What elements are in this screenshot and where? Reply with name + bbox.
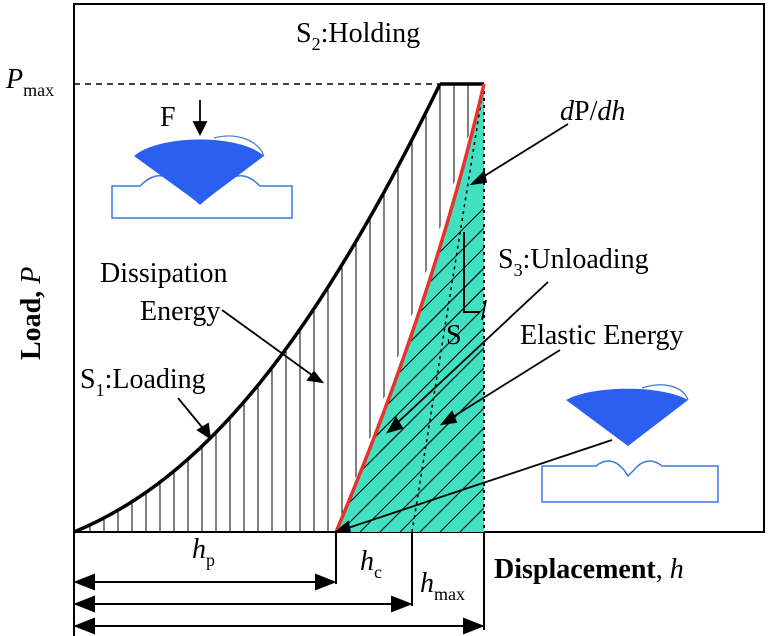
dissipation-label-line2: Energy (140, 296, 220, 327)
tangent-dashed-line (411, 83, 485, 533)
elastic-energy-region (336, 84, 484, 532)
stiffness-triangle (463, 232, 480, 313)
specimen-unloaded (541, 460, 719, 503)
holding-label: S2:Holding (296, 18, 420, 54)
dimension-lines (73, 532, 485, 636)
force-label: F (160, 102, 176, 133)
x-axis-label: Displacement, h (494, 554, 684, 585)
loading-label: S1:Loading (80, 364, 206, 400)
elastic-energy-label: Elastic Energy (520, 320, 684, 351)
y-axis-label: Load, P (16, 267, 47, 360)
indenter-unloaded-inset (541, 384, 719, 503)
hp-label: hp (192, 534, 215, 570)
indenter-unloaded-icon (566, 388, 688, 446)
unloading-curve (334, 83, 486, 533)
stiffness-label: S (446, 320, 462, 351)
pmax-label: Pmax (5, 64, 54, 100)
dissipation-label-line1: Dissipation (100, 258, 228, 289)
hmax-label: hmax (420, 568, 465, 604)
pointer-arrows (177, 100, 613, 533)
indenter-loaded-inset (111, 135, 293, 219)
unloading-label: S3:Unloading (498, 244, 649, 280)
loading-curve (73, 83, 442, 534)
elastic-hatch (336, 84, 484, 532)
indenter-loaded-icon (134, 139, 264, 204)
hc-label: hc (360, 546, 382, 582)
slope-label: dP/dh (560, 96, 625, 127)
